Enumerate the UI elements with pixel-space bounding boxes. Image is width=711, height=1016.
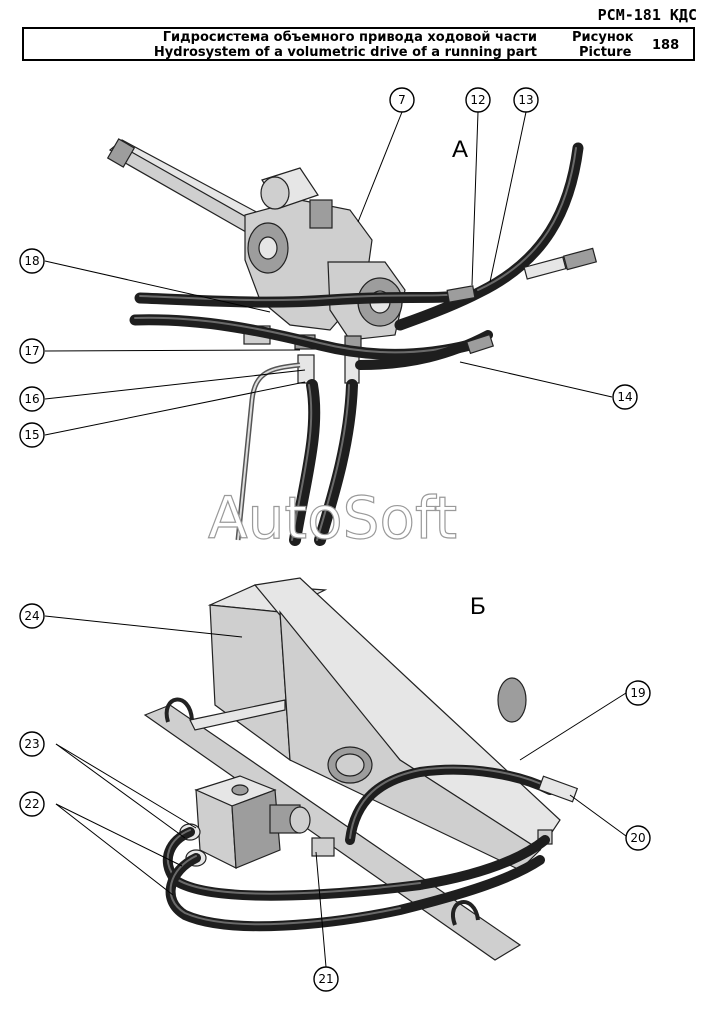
coupling-12 (446, 285, 476, 303)
valve-block-side (231, 789, 281, 869)
title-russian: Гидросистема объемного привода ходовой ч… (162, 30, 537, 45)
watermark: AutoSoft (208, 484, 457, 552)
bracket-upper (189, 699, 286, 731)
view-a-assembly (106, 138, 406, 384)
hose-19 (345, 764, 555, 845)
callout-14: 14 (612, 384, 638, 410)
cylinder-rod (119, 149, 256, 233)
svg-text:18: 18 (24, 254, 39, 268)
callout-18: 18 (19, 248, 45, 274)
lower-rail (143, 704, 522, 961)
svg-text:7: 7 (398, 93, 406, 107)
cylinder-end (106, 138, 136, 168)
main-tube-side (279, 610, 541, 871)
hose-16 (314, 379, 358, 546)
callout-16: 16 (19, 386, 45, 412)
svg-text:19: 19 (630, 686, 645, 700)
coupling-14 (465, 333, 495, 355)
svg-text:13: 13 (518, 93, 533, 107)
hose-13 (394, 142, 584, 331)
svg-text:17: 17 (24, 344, 39, 358)
callout-7: 7 (389, 87, 415, 113)
callout-24: 24 (19, 603, 45, 629)
svg-text:20: 20 (630, 831, 645, 845)
callout-19: 19 (625, 680, 651, 706)
svg-text:21: 21 (318, 972, 333, 986)
document-code: РСМ-181 КДС (597, 6, 697, 24)
svg-text:16: 16 (24, 392, 39, 406)
callout-13: 13 (513, 87, 539, 113)
fitting-21 (311, 837, 335, 857)
coupling-20 (537, 775, 579, 803)
fitting-d (344, 354, 360, 384)
pump-shaft (258, 236, 278, 260)
callout-15: 15 (19, 422, 45, 448)
svg-text:14: 14 (617, 390, 632, 404)
callout-20: 20 (625, 825, 651, 851)
callout-17: 17 (19, 338, 45, 364)
svg-text:22: 22 (24, 797, 39, 811)
leader-lines (44, 111, 627, 968)
callout-22: 22 (19, 791, 45, 817)
tube-branch-right (497, 677, 527, 723)
svg-text:23: 23 (24, 737, 39, 751)
title-english: Hydrosystem of a volumetric drive of a r… (153, 45, 537, 60)
view-b-letter: Б (470, 593, 486, 620)
u-bolt-right (451, 900, 480, 926)
filter-end (260, 176, 290, 210)
svg-text:15: 15 (24, 428, 39, 442)
u-bolt-left (164, 697, 194, 723)
svg-text:24: 24 (24, 609, 39, 623)
fitting-c (297, 354, 315, 384)
hose-18 (134, 289, 476, 308)
view-b-hoses (162, 764, 579, 932)
coupling-13 (523, 256, 567, 280)
hose-15 (289, 379, 321, 546)
picture-number: 188 (652, 38, 680, 53)
coupling-13-end (562, 247, 598, 271)
title-block: Гидросистема объемного привода ходовой ч… (22, 27, 695, 61)
view-a-hoses (129, 142, 598, 546)
callout-12: 12 (465, 87, 491, 113)
callout-21: 21 (313, 966, 339, 992)
picture-label-english: Picture (579, 45, 632, 60)
filter-cap (309, 199, 333, 229)
picture-label-russian: Рисунок (572, 30, 634, 45)
svg-text:12: 12 (470, 93, 485, 107)
view-a-letter: А (452, 136, 468, 163)
beam-side (209, 604, 291, 762)
callout-23: 23 (19, 731, 45, 757)
view-b-assembly (143, 577, 561, 961)
